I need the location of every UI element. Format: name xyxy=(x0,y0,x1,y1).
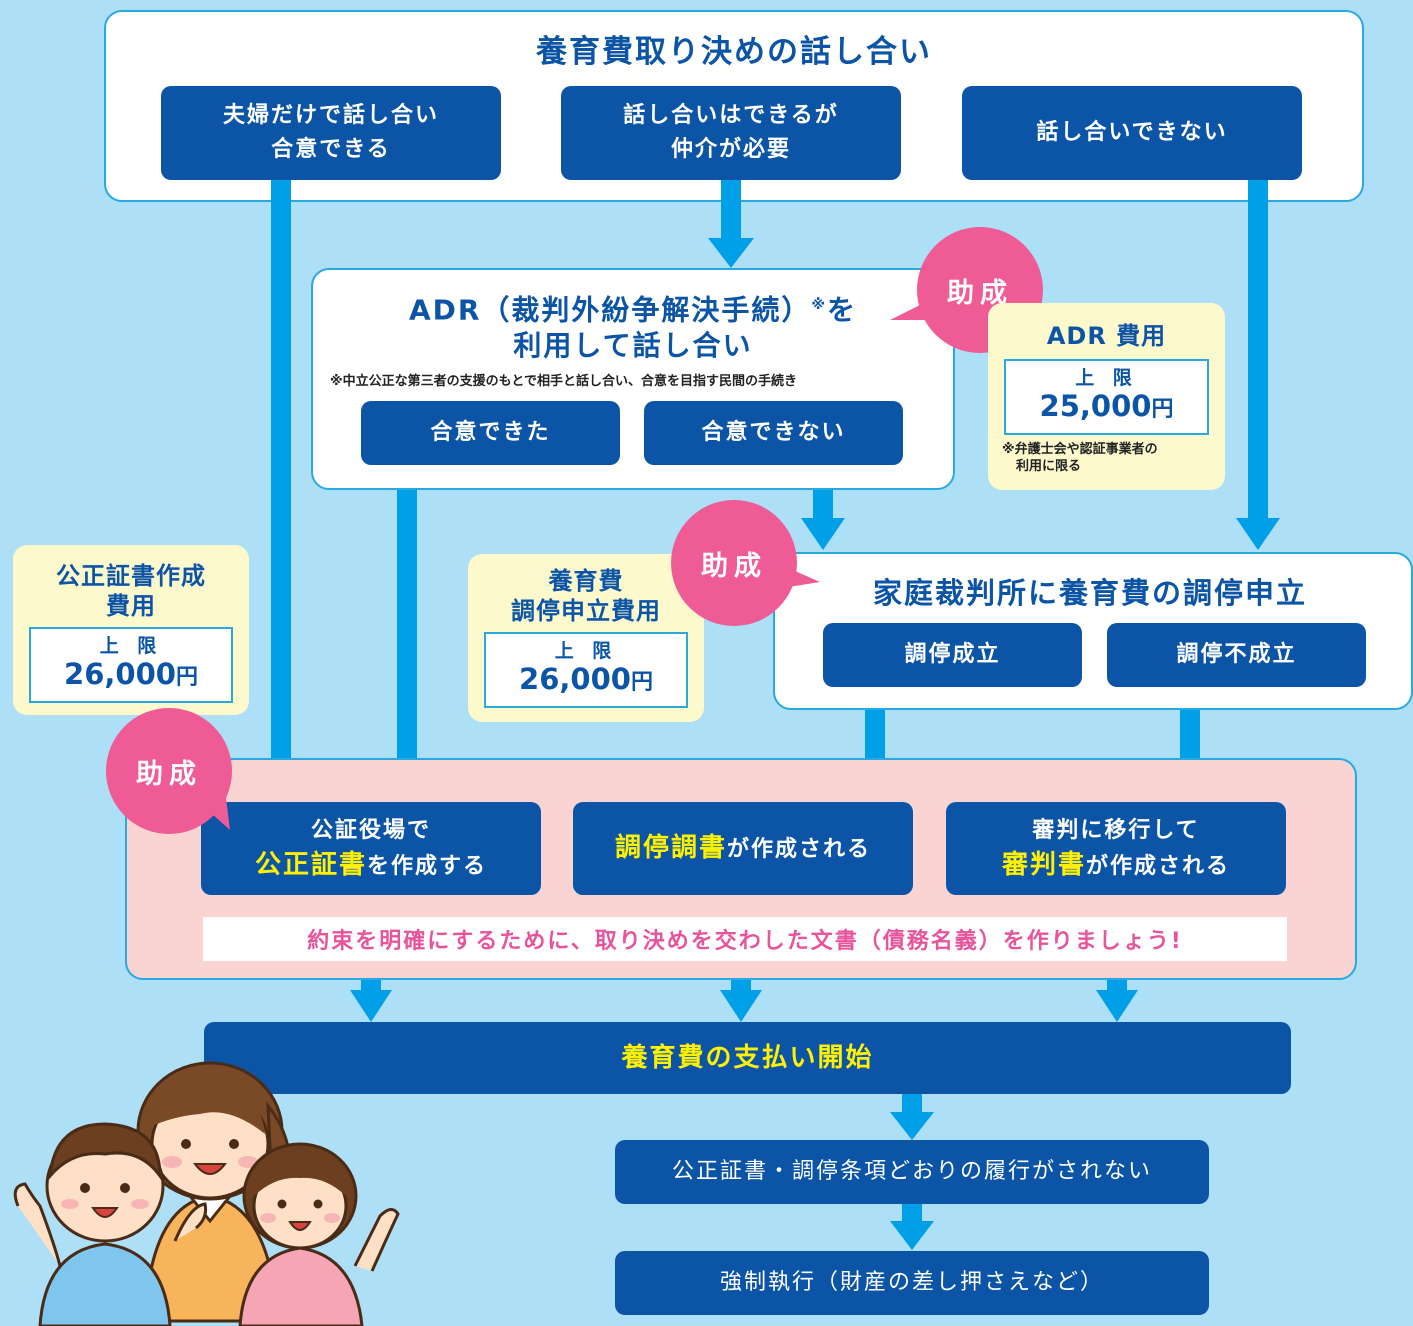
arrow-enf-shaft xyxy=(902,1203,922,1223)
notary-cost-box: 公正証書作成 費用 上 限 26,000円 xyxy=(13,545,249,715)
non-performance: 公正証書・調停条項どおりの履行がされない xyxy=(615,1140,1209,1204)
adr-cost-amount: 25,000 xyxy=(1039,389,1152,423)
court-title: 家庭裁判所に養育費の調停申立 xyxy=(872,576,1307,610)
adr-agreed: 合意できた xyxy=(361,401,620,465)
option-mutual-line2: 合意できる xyxy=(271,137,391,162)
arrow-enf-head xyxy=(890,1221,934,1250)
notary-document-highlight: 公正証書 xyxy=(254,849,367,880)
adr-title-tail: を xyxy=(827,293,858,327)
payment-start-label: 養育費の支払い開始 xyxy=(621,1043,874,1073)
mediation-document-highlight: 調停調書 xyxy=(614,832,727,863)
mediation-cost-title-line2: 調停申立費用 xyxy=(511,597,661,625)
mediation-document-rest: が作成される xyxy=(727,836,872,862)
arrow-pay-shaft xyxy=(902,1094,922,1114)
option-mediator-line1: 話し合いはできるが xyxy=(623,103,839,128)
adr-cost-limit: 上 限 25,000円 xyxy=(1004,359,1209,435)
option-cannot-negotiate: 話し合いできない xyxy=(962,86,1302,180)
adr-cost-note: ※弁護士会や認証事業者の 利用に限る xyxy=(1002,441,1225,475)
notary-subsidy-badge: 助成 xyxy=(106,708,232,834)
mediation-cost-title: 養育費 調停申立費用 xyxy=(468,566,704,626)
enforcement: 強制執行（財産の差し押さえなど） xyxy=(615,1251,1209,1315)
arrow-doc3-head xyxy=(1096,990,1138,1022)
arrow-adr-agreed-shaft xyxy=(397,466,417,768)
mediation-cost-title-line1: 養育費 xyxy=(548,567,624,595)
judgment-document-highlight: 審判書 xyxy=(1001,849,1086,880)
court-success: 調停成立 xyxy=(823,623,1082,687)
adr-title-mark: ※ xyxy=(811,297,828,313)
option-mutual-agreement: 夫婦だけで話し合い 合意できる xyxy=(161,86,501,180)
notary-cost-unit: 円 xyxy=(175,665,198,690)
arrow-adr-failed-head xyxy=(801,518,845,550)
mediation-cost-unit: 円 xyxy=(630,670,653,695)
notary-cost-title: 公正証書作成 費用 xyxy=(13,561,249,621)
adr-title-line2: 利用して話し合い xyxy=(513,329,753,363)
payment-start: 養育費の支払い開始 xyxy=(204,1022,1291,1094)
option-needs-mediator: 話し合いはできるが 仲介が必要 xyxy=(561,86,901,180)
adr-title-line1: ADR（裁判外紛争解決手続） xyxy=(408,293,812,327)
adr-cost-title: ADR 費用 xyxy=(1046,322,1167,350)
option-mediator-line2: 仲介が必要 xyxy=(670,137,791,162)
adr-note: ※中立公正な第三者の支援のもとで相手と話し合い、合意を目指す民間の手続き xyxy=(330,374,797,389)
notary-cost-limit: 上 限 26,000円 xyxy=(29,627,233,703)
arrow-left-shaft xyxy=(271,180,291,768)
option-cannot-label: 話し合いできない xyxy=(1036,120,1228,145)
adr-cost-note-line1: ※弁護士会や認証事業者の xyxy=(1002,442,1158,457)
adr-cost-unit: 円 xyxy=(1151,397,1174,422)
arrow-doc1-head xyxy=(350,990,392,1022)
adr-cost-note-line2: 利用に限る xyxy=(1016,459,1082,474)
document-slogan: 約束を明確にするために、取り決めを交わした文書（債務名義）を作りましょう! xyxy=(203,917,1287,961)
notary-cost-title-line2: 費用 xyxy=(106,592,156,620)
mediation-cost-box: 養育費 調停申立費用 上 限 26,000円 xyxy=(468,554,704,722)
notary-document-line1: 公証役場で xyxy=(310,817,431,843)
notary-cost-amount: 26,000 xyxy=(64,657,176,691)
boy-figure xyxy=(13,1122,208,1326)
arrow-mid-head xyxy=(708,238,754,268)
arrow-right-shaft xyxy=(1248,180,1268,520)
mediation-document: 調停調書が作成される xyxy=(573,802,913,895)
court-failure: 調停不成立 xyxy=(1107,623,1366,687)
notary-document-rest: を作成する xyxy=(367,853,488,879)
adr-title: ADR（裁判外紛争解決手続）※を 利用して話し合い xyxy=(311,287,955,364)
family-illustration xyxy=(13,1061,400,1326)
arrow-doc2-head xyxy=(720,990,762,1022)
judgment-document-line1: 審判に移行して xyxy=(1032,817,1200,843)
adr-not-agreed: 合意できない xyxy=(644,401,903,465)
court-subsidy-badge: 助成 xyxy=(671,500,797,626)
mediation-cost-limit-label: 上 限 xyxy=(554,640,618,662)
adr-cost-limit-label: 上 限 xyxy=(1075,367,1138,389)
negotiation-title: 養育費取り決めの話し合い xyxy=(536,34,932,70)
arrow-pay-head xyxy=(890,1112,934,1140)
option-mutual-line1: 夫婦だけで話し合い xyxy=(222,103,439,128)
notary-cost-title-line1: 公正証書作成 xyxy=(56,562,206,590)
arrow-right-head xyxy=(1236,518,1280,550)
mediation-cost-limit: 上 限 26,000円 xyxy=(484,632,688,708)
adr-cost-box: ADR 費用 上 限 25,000円 ※弁護士会や認証事業者の 利用に限る xyxy=(988,303,1225,490)
mediation-cost-amount: 26,000 xyxy=(519,662,631,696)
girl-figure xyxy=(238,1142,400,1326)
notary-document: 公証役場で 公正証書を作成する xyxy=(201,802,541,895)
notary-cost-limit-label: 上 限 xyxy=(99,635,163,657)
judgment-document-rest: が作成される xyxy=(1086,853,1231,879)
judgment-document: 審判に移行して 審判書が作成される xyxy=(946,802,1286,895)
